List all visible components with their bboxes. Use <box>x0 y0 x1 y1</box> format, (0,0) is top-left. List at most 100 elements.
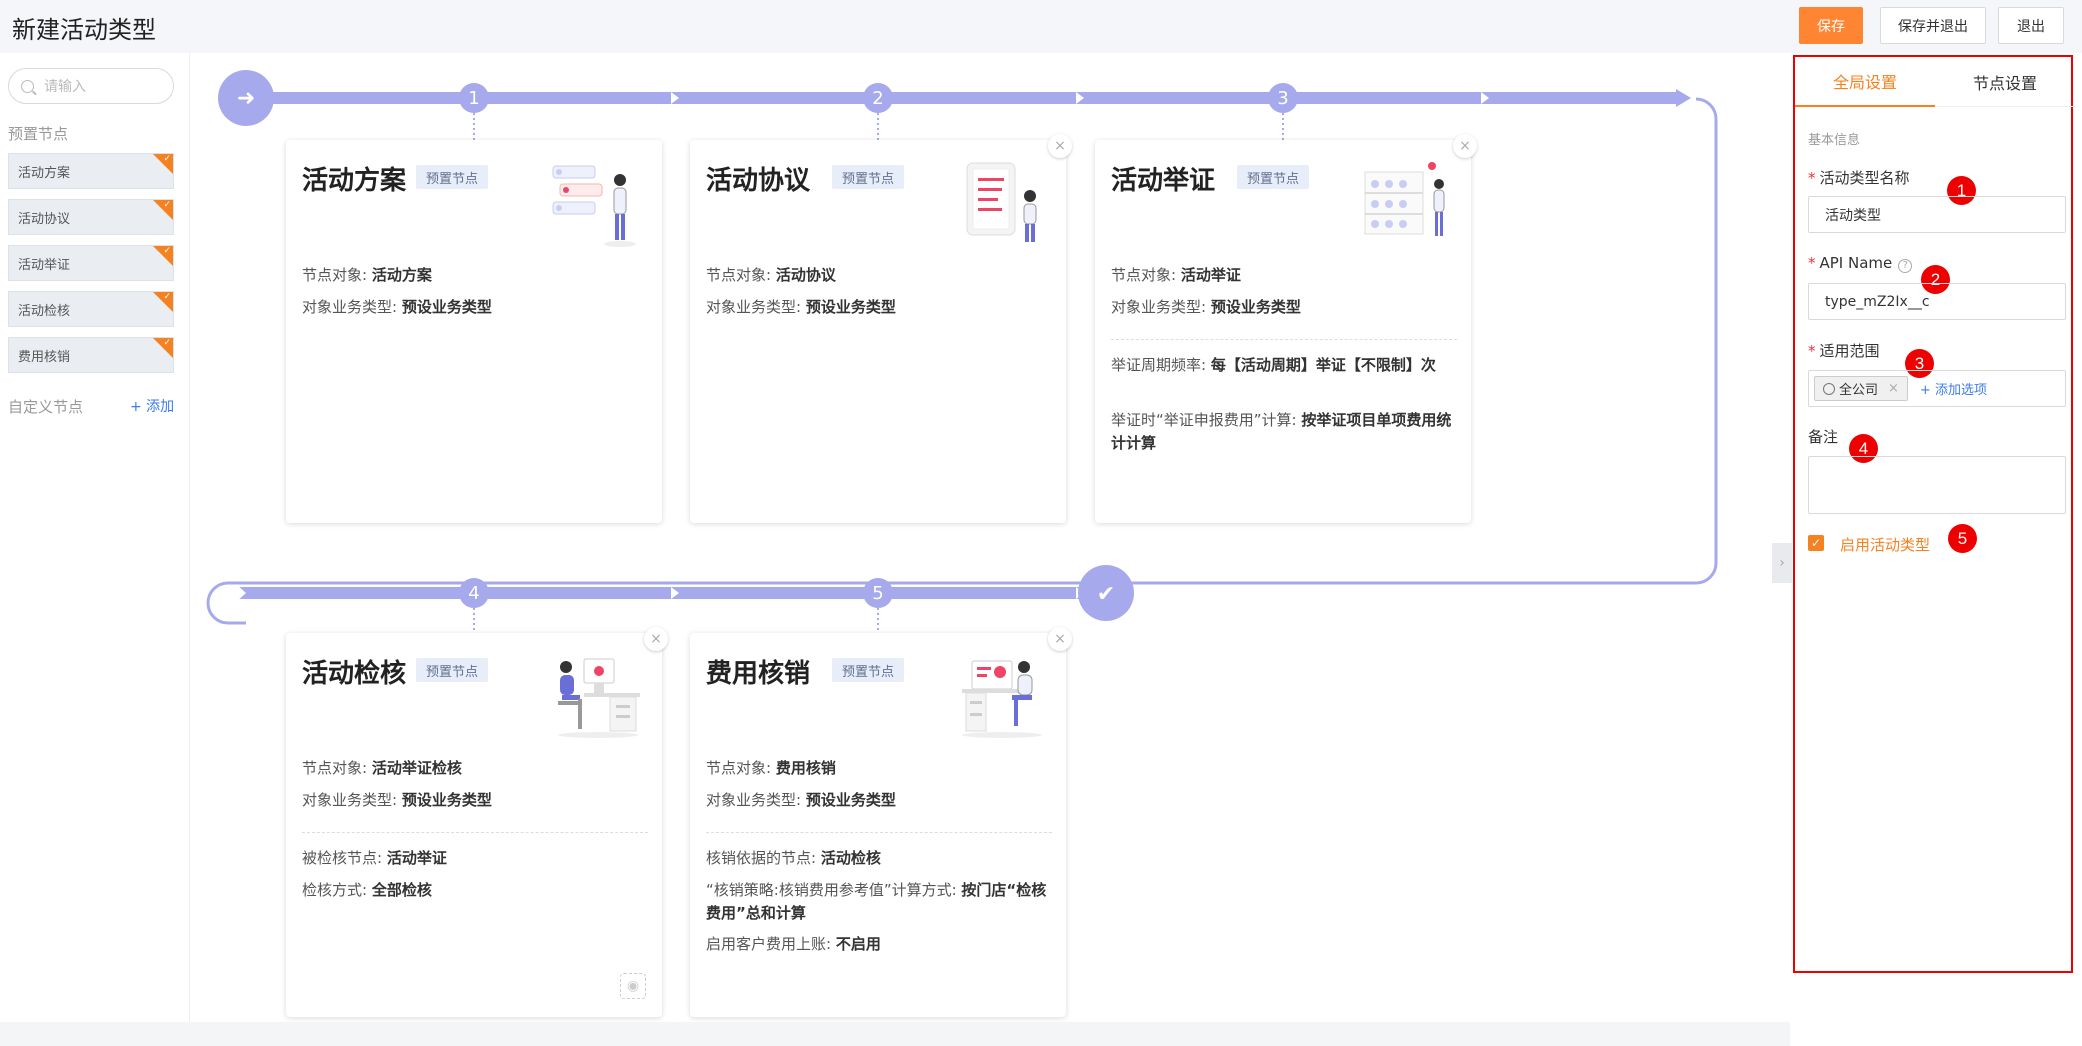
preset-nodes-label: 预置节点 <box>8 125 69 143</box>
marker-4: 4 <box>1849 434 1878 463</box>
node-card-activity-proof[interactable]: × 活动举证 预置节点 节点对象: 活动举证 对象业务类型: 预设业务类型 举证… <box>1095 134 1477 523</box>
preset-badge: 预置节点 <box>832 165 905 189</box>
add-option-link[interactable]: + 添加选项 <box>1919 383 1987 398</box>
add-custom-node-link[interactable]: + 添加 <box>130 399 175 415</box>
sidebar-item-label: 活动协议 <box>18 211 71 227</box>
card-title: 活动检核 <box>302 659 407 689</box>
flow-connector-loop <box>206 97 1718 625</box>
remove-node-close-icon[interactable]: × <box>1048 134 1072 158</box>
node-sidebar: 请输入 预置节点 活动方案 ✓ 活动协议 ✓ 活动举证 ✓ 活动检核 ✓ 费用核… <box>0 53 190 1046</box>
svg-text:✔: ✔ <box>1097 582 1115 607</box>
tab-node-settings[interactable]: 节点设置 <box>1935 57 2075 107</box>
sidebar-item-label: 费用核销 <box>18 349 71 365</box>
track-arrow <box>1676 89 1691 107</box>
scope-label: *适用范围 <box>1808 342 1880 360</box>
card-divider <box>302 832 648 833</box>
card-line: 节点对象: 活动协议 <box>706 266 836 284</box>
exit-button[interactable]: 退出 <box>1998 7 2064 44</box>
tab-global-settings[interactable]: 全局设置 <box>1795 57 1935 107</box>
corner-flag-icon <box>153 338 173 358</box>
enable-activity-type-label: 启用活动类型 <box>1840 536 1931 554</box>
circle-icon <box>1823 382 1835 395</box>
eye-icon[interactable]: ◉ <box>620 973 646 999</box>
sidebar-item-expense-writeoff[interactable]: 费用核销 ✓ <box>8 337 174 373</box>
plan-illustration-icon <box>552 165 636 247</box>
card-line: 举证周期频率: 每【活动周期】举证【不限制】次 <box>1111 356 1436 374</box>
node-card-activity-plan[interactable]: 活动方案 预置节点 节点对象: 活动方案 对象业务类型: 预设业务类型 <box>286 140 662 523</box>
bottom-scroll-area <box>0 1022 1790 1046</box>
card-line: 被检核节点: 活动举证 <box>302 849 447 867</box>
card-line: 启用客户费用上账: 不启用 <box>706 935 881 953</box>
card-line: 节点对象: 活动举证 <box>1111 266 1241 284</box>
help-icon: ? <box>1898 258 1913 273</box>
card-title: 活动方案 <box>302 166 407 196</box>
agreement-illustration-icon <box>966 162 1037 242</box>
track-top <box>246 92 1676 104</box>
step-number-3: 3 <box>1268 83 1298 113</box>
writeoff-illustration-icon <box>962 660 1042 738</box>
card-line: 对象业务类型: 预设业务类型 <box>706 298 896 316</box>
corner-flag-icon <box>153 246 173 266</box>
card-line: 对象业务类型: 预设业务类型 <box>302 298 492 316</box>
step-number-5: 5 <box>863 578 893 608</box>
sidebar-item-activity-proof[interactable]: 活动举证 ✓ <box>8 245 174 281</box>
sidebar-item-activity-audit[interactable]: 活动检核 ✓ <box>8 291 174 327</box>
step-number-2: 2 <box>863 83 893 113</box>
marker-1: 1 <box>1947 176 1976 205</box>
card-line: 对象业务类型: 预设业务类型 <box>302 791 492 809</box>
remove-node-close-icon[interactable]: × <box>644 627 668 651</box>
card-line: 节点对象: 活动方案 <box>302 266 432 284</box>
sidebar-item-label: 活动检核 <box>18 303 71 319</box>
save-button[interactable]: 保存 <box>1799 7 1863 44</box>
remove-node-close-icon[interactable]: × <box>1048 627 1072 651</box>
preset-badge: 预置节点 <box>1237 165 1310 189</box>
scope-tag[interactable]: 全公司× <box>1814 376 1908 401</box>
node-card-activity-audit[interactable]: × 活动检核 预置节点 节点对象: 活动举证检核 对象业务类型: 预设业务类型 … <box>286 627 668 1017</box>
save-and-exit-button[interactable]: 保存并退出 <box>1880 7 1986 44</box>
card-divider <box>706 832 1052 833</box>
remark-textarea[interactable] <box>1808 456 2066 514</box>
sidebar-item-activity-plan[interactable]: 活动方案 ✓ <box>8 153 174 189</box>
card-line: 对象业务类型: 预设业务类型 <box>1111 298 1301 316</box>
marker-5: 5 <box>1948 524 1977 553</box>
check-icon: ✓ <box>163 246 171 256</box>
api-name-input[interactable]: type_mZ2Ix__c <box>1808 283 2066 320</box>
check-icon: ✓ <box>163 292 171 302</box>
remove-tag-icon: × <box>1888 381 1899 396</box>
end-node-check-icon <box>1078 565 1134 621</box>
preset-badge: 预置节点 <box>832 658 905 682</box>
audit-illustration-icon <box>558 658 640 738</box>
sidebar-item-activity-agreement[interactable]: 活动协议 ✓ <box>8 199 174 235</box>
node-card-expense-writeoff[interactable]: × 费用核销 预置节点 节点对象: 费用核销 对象业务类型: 预设业务类型 核销… <box>690 627 1072 1017</box>
panel-toggle-chevron-icon[interactable]: › <box>1772 543 1792 583</box>
proof-illustration-icon <box>1364 162 1445 236</box>
card-divider <box>1111 339 1457 340</box>
card-line: 核销依据的节点: 活动检核 <box>706 849 881 867</box>
search-icon <box>21 79 34 93</box>
settings-panel: 全局设置 节点设置 基本信息 *活动类型名称 1 活动类型 *API Name?… <box>1793 55 2075 973</box>
corner-flag-icon <box>153 200 173 220</box>
step-number-1: 1 <box>459 83 489 113</box>
check-icon: ✓ <box>163 200 171 210</box>
custom-nodes-label: 自定义节点 <box>8 398 84 416</box>
sidebar-item-label: 活动举证 <box>18 257 71 273</box>
sidebar-item-label: 活动方案 <box>18 165 71 181</box>
search-input[interactable]: 请输入 <box>8 68 174 104</box>
search-placeholder: 请输入 <box>44 79 86 95</box>
enable-checkbox[interactable]: ✓ <box>1808 535 1824 551</box>
step-number-4: 4 <box>459 578 489 608</box>
card-title: 活动协议 <box>706 166 811 196</box>
scope-input[interactable]: 全公司× + 添加选项 <box>1808 370 2066 407</box>
marker-3: 3 <box>1905 349 1934 378</box>
card-line: 对象业务类型: 预设业务类型 <box>706 791 896 809</box>
activity-type-name-label: *活动类型名称 <box>1808 169 1910 187</box>
remove-node-close-icon[interactable]: × <box>1453 134 1477 158</box>
card-title: 费用核销 <box>706 659 811 689</box>
page-title: 新建活动类型 <box>12 16 156 44</box>
activity-type-name-input[interactable]: 活动类型 <box>1808 196 2066 233</box>
check-icon: ✓ <box>163 338 171 348</box>
card-line: 节点对象: 费用核销 <box>706 759 836 777</box>
card-line: 节点对象: 活动举证检核 <box>302 759 462 777</box>
card-line: 举证时“举证申报费用”计算: 按举证项目单项费用统计计算 <box>1111 411 1452 452</box>
node-card-activity-agreement[interactable]: × 活动协议 预置节点 节点对象: 活动协议 对象业务类型: 预设业务类型 <box>690 134 1072 523</box>
